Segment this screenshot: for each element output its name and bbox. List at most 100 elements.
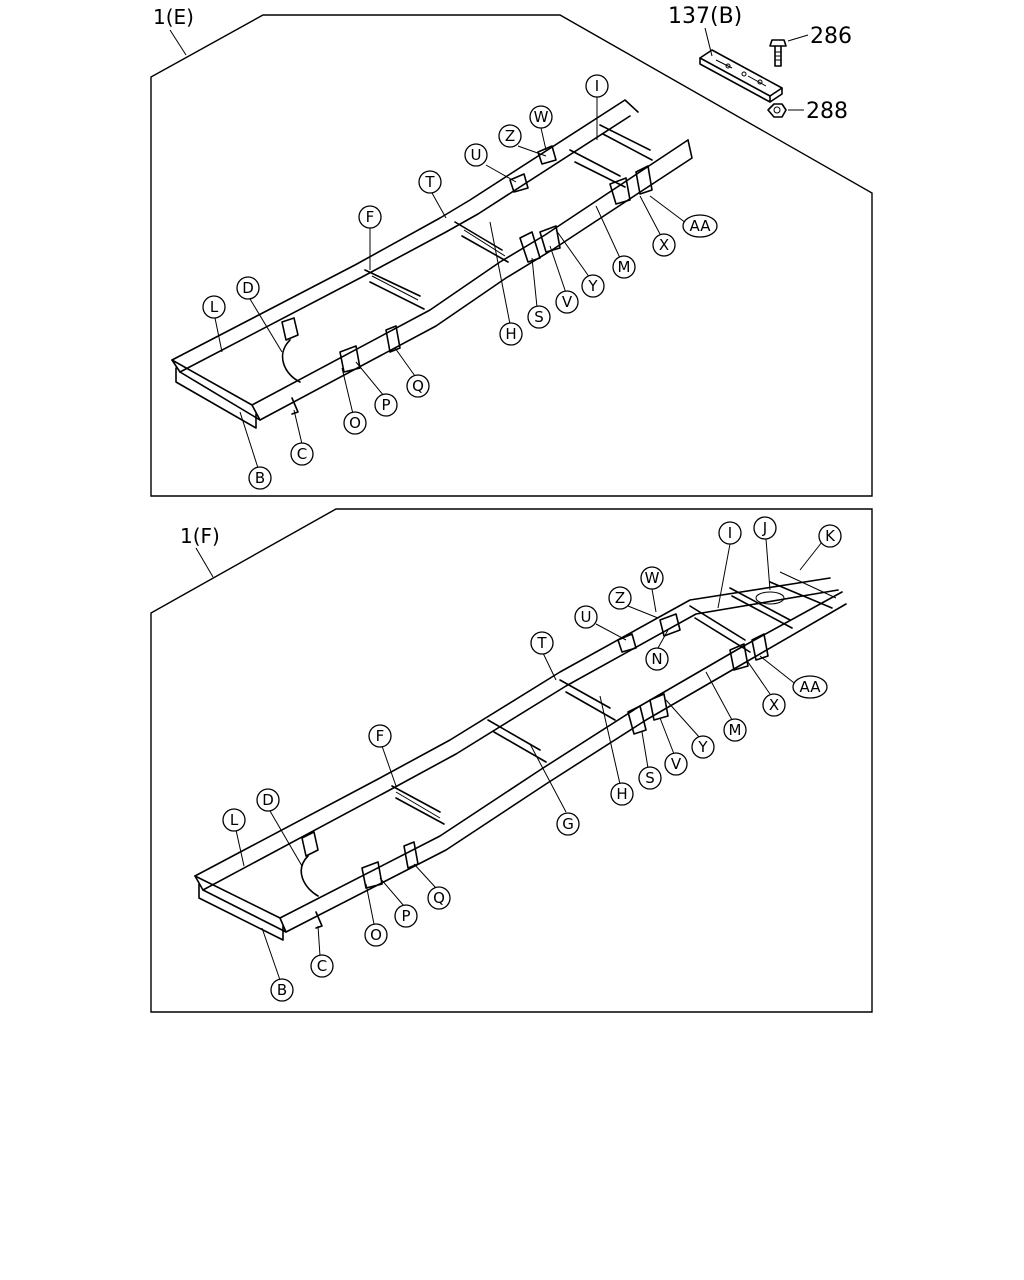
callout-f-v: V	[664, 752, 688, 776]
callout-f-d: D	[256, 788, 280, 812]
callout-f-o: O	[364, 923, 388, 947]
svg-text:V: V	[671, 755, 682, 773]
callout-e-m: M	[612, 255, 636, 279]
svg-text:I: I	[728, 524, 732, 542]
callout-e-b: B	[248, 466, 272, 490]
callout-f-j: J	[753, 516, 777, 540]
callout-f-g: G	[556, 812, 580, 836]
svg-text:X: X	[769, 696, 779, 714]
panel-e-callouts: L D F T U Z W I AA X M Y V S H Q P O C B	[202, 74, 718, 490]
nut-part-label: 288	[806, 99, 848, 124]
callout-f-m: M	[723, 718, 747, 742]
panel-f-title: 1(F)	[180, 524, 220, 548]
callout-e-u: U	[464, 143, 488, 167]
panel-e-title: 1(E)	[153, 5, 194, 29]
callout-f-aa: AA	[792, 675, 828, 699]
svg-text:F: F	[376, 727, 385, 745]
callout-e-x: X	[652, 233, 676, 257]
callout-f-n: N	[645, 647, 669, 671]
hardware-kit: 137(B) 286 288	[668, 4, 852, 124]
callout-f-z: Z	[608, 586, 632, 610]
svg-text:O: O	[370, 926, 382, 944]
callout-f-c: C	[310, 954, 334, 978]
svg-text:B: B	[255, 469, 265, 487]
callout-e-h: H	[499, 322, 523, 346]
callout-f-i: I	[718, 521, 742, 545]
plate-part-label: 137(B)	[668, 4, 742, 29]
callout-e-i: I	[585, 74, 609, 98]
svg-text:H: H	[616, 785, 627, 803]
callout-f-p: P	[394, 904, 418, 928]
bolt-part-label: 286	[810, 24, 852, 49]
svg-text:Y: Y	[697, 738, 708, 756]
svg-text:C: C	[297, 445, 307, 463]
panel-e-leader-lines	[214, 96, 691, 469]
panel-f-title-leader	[195, 547, 214, 578]
panel-f-border	[150, 508, 873, 1013]
bolt-icon	[769, 39, 787, 67]
panel-f-leader-lines	[235, 538, 823, 981]
svg-text:S: S	[645, 769, 655, 787]
svg-text:L: L	[210, 298, 219, 316]
callout-f-b: B	[270, 978, 294, 1002]
svg-text:O: O	[349, 414, 361, 432]
callout-f-x: X	[762, 693, 786, 717]
callout-e-s: S	[527, 305, 551, 329]
callout-e-y: Y	[581, 274, 605, 298]
callout-e-d: D	[236, 276, 260, 300]
callout-e-z: Z	[498, 124, 522, 148]
svg-text:B: B	[277, 981, 287, 999]
callout-e-l: L	[202, 295, 226, 319]
svg-text:N: N	[651, 650, 662, 668]
callout-f-y: Y	[691, 735, 715, 759]
callout-e-f: F	[358, 205, 382, 229]
callout-e-q: Q	[406, 374, 430, 398]
panel-e-chassis-frame	[171, 99, 693, 429]
callout-f-k: K	[818, 524, 842, 548]
panel-f-callouts: L D F T U Z W I J K N AA X M Y V S H G Q…	[222, 516, 842, 1002]
svg-text:Y: Y	[587, 277, 598, 295]
nut-icon	[767, 103, 787, 118]
panel-e-title-leader	[169, 29, 187, 56]
callout-f-f: F	[368, 724, 392, 748]
svg-text:V: V	[562, 293, 573, 311]
callout-f-l: L	[222, 808, 246, 832]
svg-text:AA: AA	[690, 217, 712, 235]
callout-f-w: W	[640, 566, 664, 590]
callout-f-t: T	[530, 631, 554, 655]
callout-f-s: S	[638, 766, 662, 790]
callout-e-t: T	[418, 170, 442, 194]
svg-text:Q: Q	[412, 377, 424, 395]
svg-text:G: G	[562, 815, 574, 833]
callout-f-u: U	[574, 605, 598, 629]
svg-text:AA: AA	[800, 678, 822, 696]
panel-f-chassis-frame	[194, 571, 847, 941]
svg-text:F: F	[366, 208, 375, 226]
svg-text:U: U	[581, 608, 592, 626]
callout-e-aa: AA	[682, 214, 718, 238]
svg-text:W: W	[534, 108, 549, 126]
svg-text:J: J	[762, 519, 767, 537]
svg-text:U: U	[471, 146, 482, 164]
svg-text:D: D	[262, 791, 274, 809]
svg-text:Z: Z	[615, 589, 625, 607]
svg-text:C: C	[317, 957, 327, 975]
svg-text:T: T	[536, 634, 547, 652]
reinforcement-plate-icon	[699, 49, 783, 103]
svg-text:Q: Q	[433, 889, 445, 907]
svg-text:S: S	[534, 308, 544, 326]
svg-text:K: K	[825, 527, 836, 545]
panel-f: 1(F)	[150, 508, 873, 1013]
svg-text:P: P	[401, 907, 410, 925]
svg-text:W: W	[645, 569, 660, 587]
svg-text:X: X	[659, 236, 669, 254]
callout-e-o: O	[343, 411, 367, 435]
callout-e-w: W	[529, 105, 553, 129]
panel-e-border	[150, 14, 873, 497]
svg-text:Z: Z	[505, 127, 515, 145]
callout-f-q: Q	[427, 886, 451, 910]
callout-f-h: H	[610, 782, 634, 806]
svg-text:D: D	[242, 279, 254, 297]
bolt-leader	[787, 34, 809, 42]
